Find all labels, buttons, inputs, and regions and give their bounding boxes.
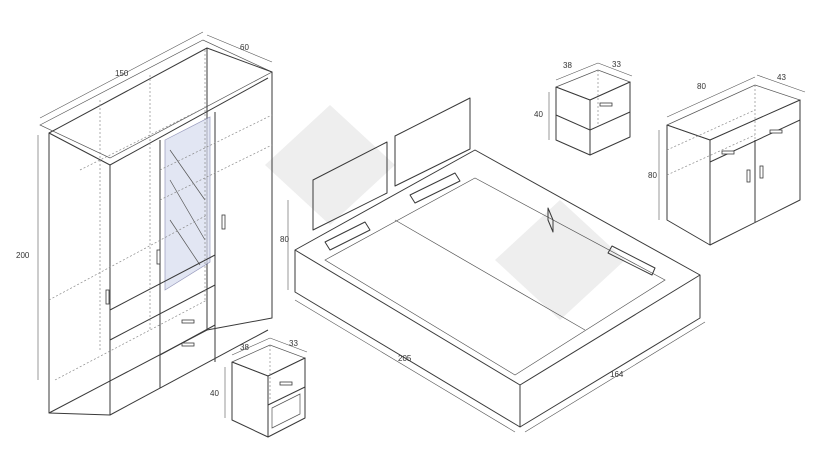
bed-headboard-height-label: 80 (280, 235, 289, 244)
bed-length-label: 205 (398, 354, 412, 363)
watermark (265, 105, 625, 320)
nightstand-top (548, 62, 633, 156)
wardrobe-handle (221, 214, 226, 230)
dresser-height-label: 80 (648, 171, 657, 180)
bed (287, 97, 706, 433)
wardrobe-height-label: 200 (16, 251, 30, 260)
dresser-depth-label: 43 (777, 73, 786, 82)
drawer-handle (181, 342, 195, 347)
nightstand-top-depth-label: 33 (612, 60, 621, 69)
dresser (658, 74, 806, 246)
nightstand-bottom (224, 337, 308, 438)
mirror-panel (164, 116, 211, 291)
bed-width-label: 164 (610, 370, 624, 379)
nightstand-bottom-depth-label: 33 (289, 339, 298, 348)
door-handle (759, 165, 764, 179)
drawer-handle (279, 381, 293, 386)
wardrobe-depth-label: 60 (240, 43, 249, 52)
nightstand-bottom-height-label: 40 (210, 389, 219, 398)
drawer-handle (721, 150, 735, 155)
wardrobe (37, 31, 273, 416)
wardrobe-handle (156, 249, 161, 265)
wardrobe-handle (105, 289, 110, 305)
dresser-width-label: 80 (697, 82, 706, 91)
wardrobe-width-label: 150 (115, 69, 129, 78)
nightstand-top-height-label: 40 (534, 110, 543, 119)
drawer-handle (599, 102, 613, 107)
nightstand-top-width-label: 38 (563, 61, 572, 70)
drawer-handle (181, 319, 195, 324)
nightstand-bottom-width-label: 38 (240, 343, 249, 352)
drawer-handle (769, 129, 783, 134)
door-handle (746, 169, 751, 183)
